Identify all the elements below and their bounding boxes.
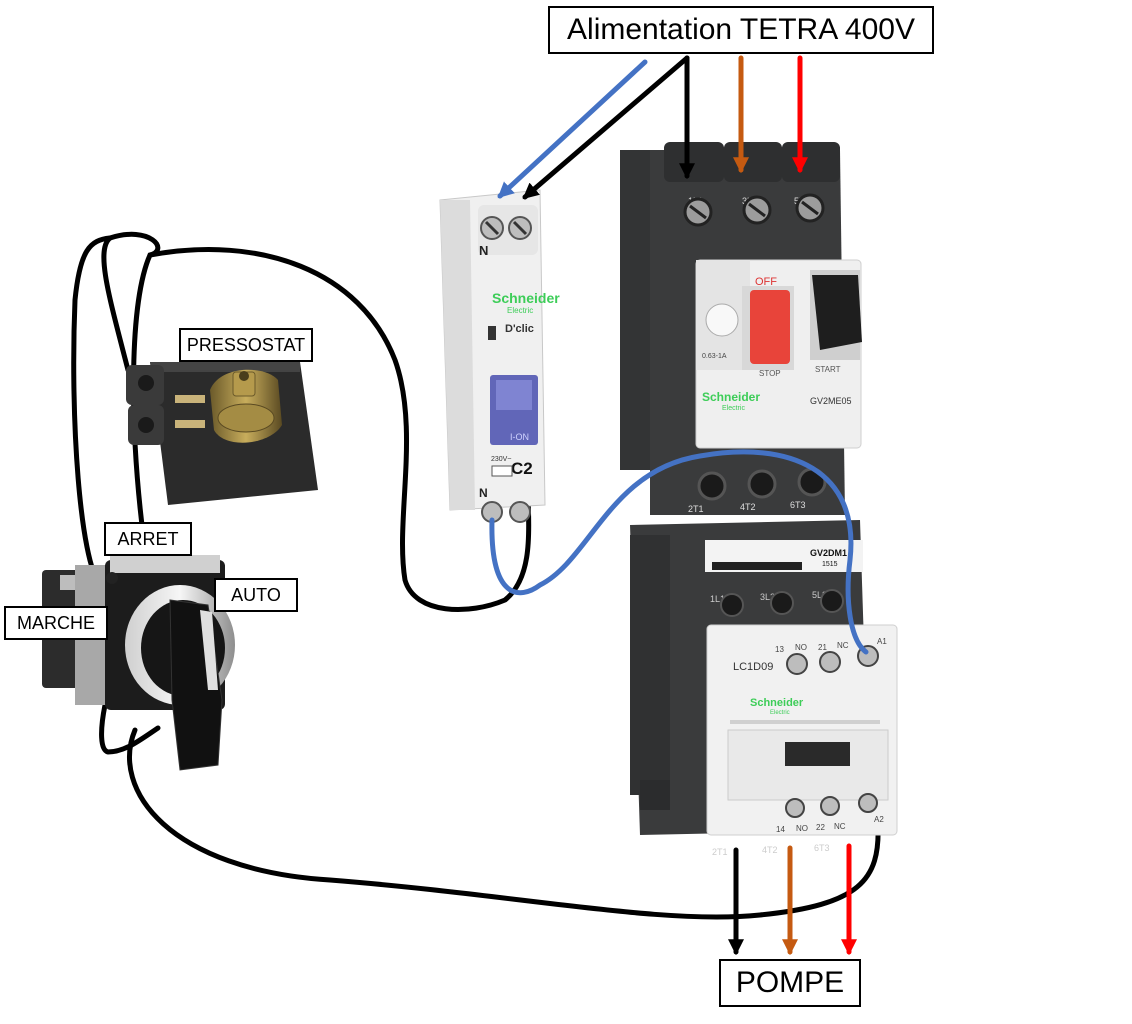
ct-terminal-5: 5L3 <box>812 590 827 600</box>
ct-aux-14: 14 <box>776 825 785 834</box>
ct-aux-no-bottom: NO <box>796 824 808 833</box>
adapter-model: GV2DM1 <box>810 548 847 558</box>
ct-aux-a2: A2 <box>874 815 884 824</box>
breaker-voltage: 230V~ <box>491 456 511 463</box>
circuit-breaker: N Schneider Electric D'clic I-ON C2 230V… <box>439 189 560 523</box>
wire-black-l1-to-breaker <box>522 55 690 200</box>
adapter-sub: 1515 <box>822 561 838 568</box>
ct-terminal-3: 3L2 <box>760 592 775 602</box>
ct-model: LC1D09 <box>733 661 773 673</box>
mb-setting: 0.63-1A <box>702 353 727 360</box>
run-label: MARCHE <box>4 606 108 640</box>
ct-aux-nc-top: NC <box>837 641 849 650</box>
mb-model: GV2ME05 <box>810 396 852 406</box>
ct-aux-22: 22 <box>816 823 825 832</box>
ct-aux-nc-bottom: NC <box>834 822 846 831</box>
ct-aux-13: 13 <box>775 645 784 654</box>
breaker-model: D'clic <box>505 323 534 335</box>
mb-terminal-4: 4T2 <box>740 502 756 512</box>
mb-stop-label: STOP <box>759 369 781 378</box>
breaker-on-mark: I-ON <box>510 432 529 442</box>
breaker-brand: Schneider <box>492 290 560 306</box>
mb-brand-sub: Electric <box>722 405 745 412</box>
wire-selector-bottom <box>99 702 161 755</box>
ct-brand-sub: Electric <box>770 710 790 716</box>
ct-aux-21: 21 <box>818 643 827 652</box>
pressure-switch <box>126 362 318 505</box>
wire-blue-coil <box>489 449 869 655</box>
supply-label: Alimentation TETRA 400V <box>548 6 934 54</box>
selector-switch <box>42 555 235 771</box>
ct-brand: Schneider <box>750 697 804 709</box>
mb-off-label: OFF <box>755 276 777 288</box>
mb-start-label: START <box>815 365 841 374</box>
mb-terminal-6: 6T3 <box>790 500 806 510</box>
motor-breaker: 1L1 3L2 5L3 0.63-1A OFF STOP START Schne… <box>620 142 862 515</box>
ct-aux-a1: A1 <box>877 637 887 646</box>
breaker-brand-sub: Electric <box>507 306 533 315</box>
wire-blue-neutral <box>497 59 648 199</box>
power-wires <box>489 55 869 956</box>
contactor: GV2DM1 1515 1L1 3L2 5L3 13 NO 21 NC A1 L… <box>630 520 898 857</box>
ct-terminal-4: 4T2 <box>762 845 778 855</box>
ct-terminal-1: 1L1 <box>710 594 725 604</box>
auto-label: AUTO <box>214 578 298 612</box>
mb-brand: Schneider <box>702 390 760 404</box>
breaker-terminal-n: N <box>479 243 488 258</box>
wire-marche-loop <box>71 235 113 588</box>
ct-terminal-2: 2T1 <box>712 847 728 857</box>
mb-terminal-2: 2T1 <box>688 504 704 514</box>
ct-aux-no-top: NO <box>795 643 807 652</box>
breaker-terminal-n-bottom: N <box>479 486 488 500</box>
ct-terminal-6: 6T3 <box>814 843 830 853</box>
stop-label: ARRET <box>104 522 192 556</box>
breaker-rating: C2 <box>511 459 533 478</box>
pressure-switch-label: PRESSOSTAT <box>179 328 313 362</box>
pump-label: POMPE <box>719 959 861 1007</box>
wire-selector-to-contactor <box>127 727 881 920</box>
